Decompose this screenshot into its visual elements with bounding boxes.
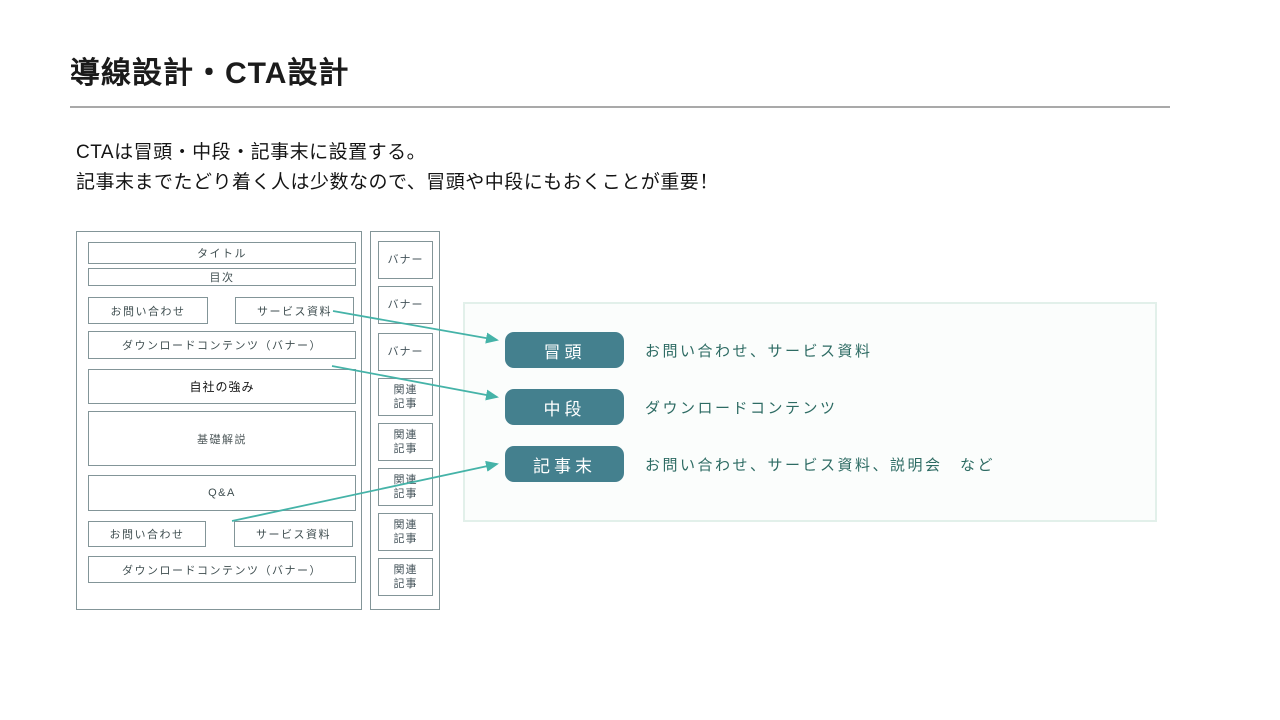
- wireframe-box-banner-3: バナー: [378, 333, 433, 371]
- cta-row-article-end: 記事末 お問い合わせ、サービス資料、説明会 など: [505, 446, 995, 482]
- wireframe-box-download-bottom: ダウンロードコンテンツ（バナー）: [88, 556, 356, 583]
- body-line-1: CTAは冒頭・中段・記事末に設置する。: [76, 142, 427, 163]
- body-text: CTAは冒頭・中段・記事末に設置する。 記事末までたどり着く人は少数なので、冒頭…: [76, 138, 719, 198]
- wireframe-box-qa: Q&A: [88, 475, 356, 511]
- wireframe-box-related-article-2: 関連 記事: [378, 423, 433, 461]
- body-line-2: 記事末までたどり着く人は少数なので、冒頭や中段にもおくことが重要！: [76, 172, 719, 193]
- wireframe-box-service-doc-top: サービス資料: [235, 297, 354, 324]
- cta-chip-article-end: 記事末: [505, 446, 624, 482]
- cta-chip-intro: 冒頭: [505, 332, 624, 368]
- wireframe-box-related-article-5: 関連 記事: [378, 558, 433, 596]
- cta-desc-article-end: お問い合わせ、サービス資料、説明会 など: [645, 456, 996, 474]
- wireframe-box-title: タイトル: [88, 242, 356, 264]
- wireframe-article-column: タイトル 目次 お問い合わせ サービス資料 ダウンロードコンテンツ（バナー） 自…: [76, 231, 362, 610]
- cta-desc-intro: お問い合わせ、サービス資料: [645, 342, 873, 360]
- wireframe-box-toc: 目次: [88, 268, 356, 286]
- cta-row-intro: 冒頭 お問い合わせ、サービス資料: [505, 332, 873, 368]
- wireframe-box-related-article-3: 関連 記事: [378, 468, 433, 506]
- title-divider: [70, 106, 1170, 108]
- wireframe-box-service-doc-bottom: サービス資料: [234, 521, 353, 547]
- page-title: 導線設計・CTA設計: [70, 57, 350, 90]
- wireframe-box-banner-2: バナー: [378, 286, 433, 324]
- wireframe-sidebar-column: バナー バナー バナー 関連 記事 関連 記事 関連 記事 関連 記事 関連 記…: [370, 231, 440, 610]
- wireframe-box-strengths: 自社の強み: [88, 369, 356, 404]
- wireframe-box-contact-bottom: お問い合わせ: [88, 521, 206, 547]
- wireframe-box-download-top: ダウンロードコンテンツ（バナー）: [88, 331, 356, 359]
- wireframe-box-related-article-4: 関連 記事: [378, 513, 433, 551]
- wireframe-box-basics: 基礎解説: [88, 411, 356, 466]
- wireframe-box-banner-1: バナー: [378, 241, 433, 279]
- cta-desc-middle: ダウンロードコンテンツ: [645, 399, 838, 417]
- cta-placement-panel: 冒頭 お問い合わせ、サービス資料 中段 ダウンロードコンテンツ 記事末 お問い合…: [463, 302, 1157, 522]
- wireframe-box-related-article-1: 関連 記事: [378, 378, 433, 416]
- cta-chip-middle: 中段: [505, 389, 624, 425]
- wireframe-box-contact-top: お問い合わせ: [88, 297, 208, 324]
- cta-row-middle: 中段 ダウンロードコンテンツ: [505, 389, 838, 425]
